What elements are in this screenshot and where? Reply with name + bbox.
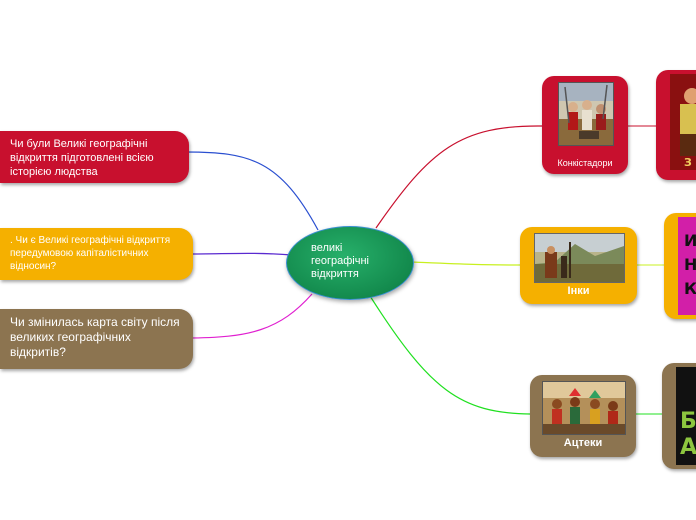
poster-inca[interactable]: И Н К [664,213,696,319]
topic-text: Чи змінилась карта світу після великих г… [10,315,180,359]
poster-letter: Н [684,255,696,274]
topic-text: Чи були Великі географічні відкриття під… [10,138,154,178]
subtopic-label: Конкістадори [557,158,613,168]
subtopic-label: Інки [567,285,590,297]
aztec-image [542,381,626,435]
subtopic-inca[interactable]: Інки [520,227,637,304]
inca-image [534,233,625,283]
poster-text: З [684,156,692,169]
topic-text: . Чи є Великі географічні відкриття пере… [10,235,171,272]
subtopic-label: Ацтеки [563,437,603,449]
poster-conquistador[interactable]: З [656,70,696,180]
conquistadors-image [558,82,614,146]
poster-conquistador-image: З [670,74,696,170]
topic-node-history[interactable]: Чи були Великі географічні відкриття під… [0,131,189,183]
subtopic-aztec[interactable]: Ацтеки [530,375,636,457]
poster-letter: А [680,435,696,460]
poster-inca-image: И Н К [678,217,696,315]
poster-letter: К [684,279,696,298]
central-topic-label: великі географічні відкриття [311,242,369,280]
central-topic[interactable]: великі географічні відкриття [286,226,414,300]
poster-aztec[interactable]: Б А [662,363,696,469]
topic-node-world-map[interactable]: Чи змінилась карта світу після великих г… [0,309,193,369]
subtopic-conquistadors[interactable]: Конкістадори [542,76,628,174]
poster-aztec-image: Б А [676,367,696,465]
topic-node-capitalism[interactable]: . Чи є Великі географічні відкриття пере… [0,228,193,280]
poster-letter: Б [680,409,696,434]
poster-letter: И [684,231,696,250]
